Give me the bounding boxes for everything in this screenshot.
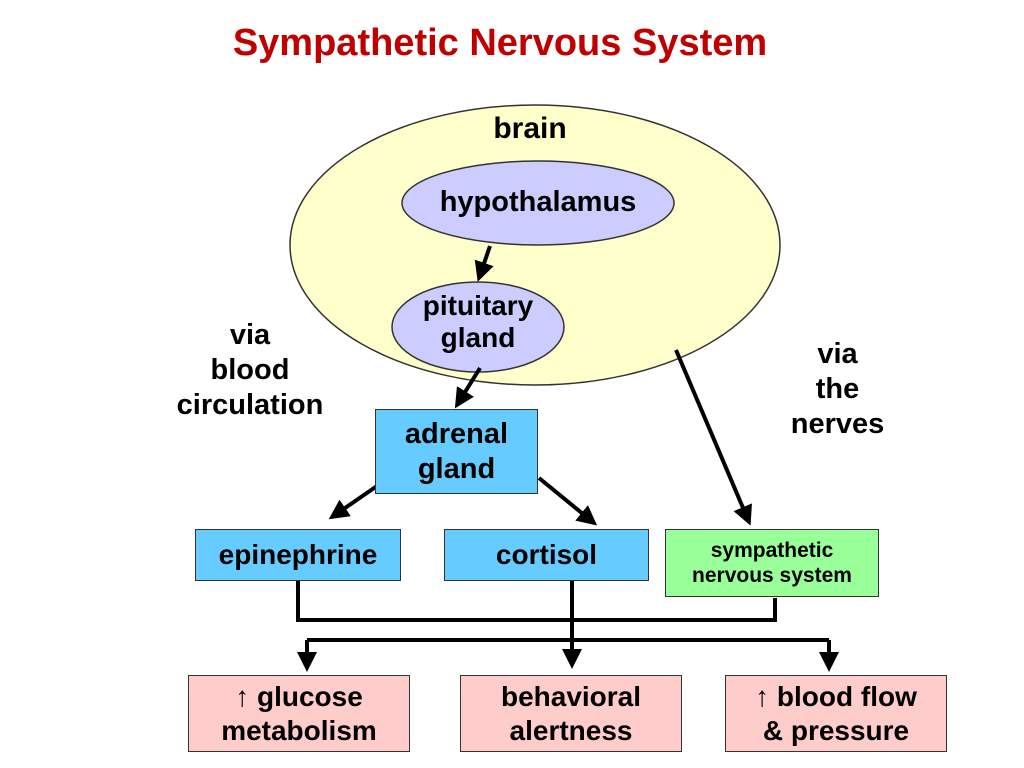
- via-blood-line2: blood: [210, 353, 290, 386]
- via-nerves-line1: via: [817, 338, 858, 370]
- via-blood-label: via blood circulation: [155, 318, 345, 422]
- adrenal-gland-box: adrenal gland: [375, 409, 538, 494]
- adrenal-line1: adrenal: [404, 417, 509, 450]
- sns-line2: nervous system: [692, 564, 852, 587]
- arrow-hypothalamus-to-pituitary: [474, 245, 494, 282]
- arrow-adrenal-to-epinephrine: [328, 484, 379, 520]
- pituitary-label-line1: pituitary: [422, 290, 534, 321]
- via-blood-line1: via: [229, 319, 271, 351]
- via-blood-line3: circulation: [176, 388, 324, 421]
- outcome-behavioral-alertness: behavioral alertness: [460, 675, 682, 752]
- cortisol-box: cortisol: [444, 529, 649, 581]
- brain-label: brain: [493, 112, 567, 145]
- via-nerves-label: via the nerves: [770, 337, 905, 441]
- outcome-glucose-line2: metabolism: [221, 714, 377, 746]
- outcome-glucose-metabolism: ↑ glucose metabolism: [188, 675, 410, 752]
- outcome-glucose-line1: ↑ glucose: [235, 680, 363, 712]
- outcome-alertness-line1: behavioral: [500, 680, 642, 712]
- pituitary-label: pituitary gland: [392, 290, 564, 354]
- outcome-bloodflow-line2: & pressure: [762, 714, 910, 746]
- outcome-alertness-line2: alertness: [509, 714, 633, 746]
- arrow-adrenal-to-cortisol: [537, 476, 598, 526]
- outcome-bloodflow-line1: ↑ blood flow: [755, 680, 917, 712]
- connector-bracket: [296, 580, 777, 622]
- sympathetic-nervous-system-box: sympathetic nervous system: [665, 529, 879, 597]
- arrow-brain-to-sns: [674, 349, 752, 526]
- hypothalamus-label: hypothalamus: [439, 186, 637, 218]
- sns-line1: sympathetic: [710, 538, 834, 562]
- arrow-pituitary-to-adrenal: [454, 366, 482, 409]
- epinephrine-box: epinephrine: [195, 529, 401, 581]
- outcome-blood-flow-pressure: ↑ blood flow & pressure: [725, 675, 947, 752]
- hypothalamus-node: [401, 160, 675, 246]
- adrenal-line2: gland: [417, 452, 496, 485]
- page-title: Sympathetic Nervous System: [232, 22, 768, 64]
- via-nerves-line3: nerves: [790, 407, 885, 440]
- pituitary-label-line2: gland: [440, 322, 516, 354]
- via-nerves-line2: the: [815, 372, 860, 405]
